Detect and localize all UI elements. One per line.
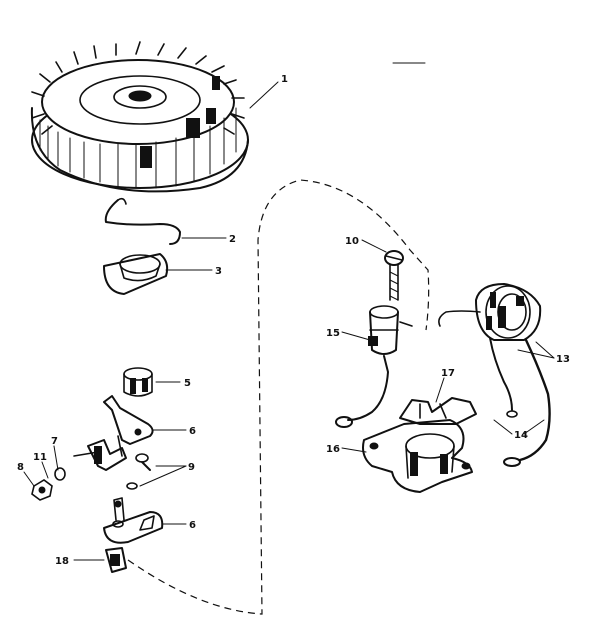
coil-bracket-part [362,419,473,493]
cam-part [123,367,153,397]
leader-13b [517,349,555,359]
callout-3: 3 [215,266,222,277]
callout-10: 10 [345,236,359,247]
callout-11: 11 [33,452,47,463]
leader-9b [139,465,187,487]
leader-16 [341,447,367,453]
ignition-coil-part [438,283,551,467]
leader-1 [249,81,279,109]
spring-clip-part [104,197,181,245]
dashed-outline [127,179,430,615]
leader-7 [53,445,59,471]
callout-14: 14 [514,430,528,441]
callout-15: 15 [326,328,340,339]
callout-18: 18 [55,556,69,567]
callout-6-lower: 6 [189,520,196,531]
callout-13: 13 [556,354,570,365]
washer-part [54,467,66,481]
breaker-arm-part [103,395,154,457]
callout-16: 16 [326,444,340,455]
callout-1: 1 [281,74,288,85]
breaker-cover-part [103,253,169,295]
callout-7: 7 [51,436,58,447]
leader-13a [535,341,555,359]
nut-part [31,479,53,501]
callout-6-upper: 6 [189,426,196,437]
contact-bracket-part [73,439,127,471]
clip-part [105,547,127,573]
leader-11 [41,461,49,479]
leader-14a [523,419,545,435]
leader-15 [341,331,371,341]
flywheel-part [30,41,249,193]
callout-2: 2 [229,234,236,245]
leader-14b [493,419,513,435]
leader-10 [361,239,387,253]
coil-core-part [399,397,477,425]
callout-9: 9 [188,462,195,473]
screw-part [126,453,151,490]
leader-17 [435,377,445,403]
leader-8 [23,471,35,487]
callout-17: 17 [441,368,455,379]
breaker-plate-part [103,497,164,544]
callout-8: 8 [17,462,24,473]
coil-screw-part [384,250,404,301]
callout-5: 5 [184,378,191,389]
condenser-part [335,305,413,428]
